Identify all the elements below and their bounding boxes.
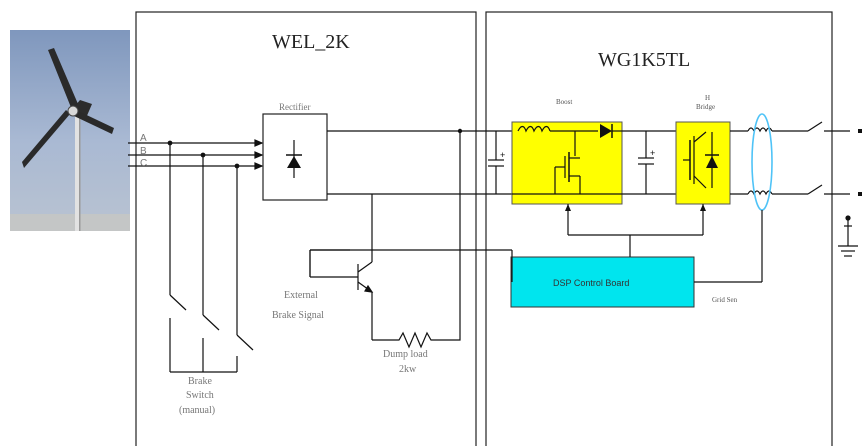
hbridge-label-line2: Bridge	[696, 103, 715, 111]
wg1k5tl-box	[485, 11, 833, 446]
control-arrows	[565, 204, 706, 211]
external-brake-label-line2: Brake Signal	[272, 310, 324, 321]
svg-text:+: +	[650, 148, 655, 158]
hbridge-label-line1: H	[705, 94, 710, 102]
dc-bus	[327, 130, 512, 195]
phase-label-b: B	[140, 146, 147, 157]
phase-lines	[128, 139, 264, 170]
wg1k5tl-title: WG1K5TL	[598, 49, 690, 71]
phase-label-c: C	[140, 158, 147, 169]
boost-converter	[511, 121, 623, 205]
boost-label: Boost	[556, 98, 572, 106]
dump-load-label-line2: 2kw	[399, 364, 417, 375]
h-bridge	[675, 121, 731, 205]
wel-2k-title: WEL_2K	[272, 31, 350, 53]
dsp-control-board	[510, 256, 695, 308]
wind-turbine-photo	[10, 30, 130, 231]
input-capacitor: +	[488, 131, 505, 194]
dc-link-capacitor: +	[622, 130, 676, 195]
wel-2k-box	[135, 11, 477, 446]
output-terminals	[858, 129, 862, 196]
grid-sense-label: Grid Sen	[712, 296, 738, 304]
svg-text:+: +	[500, 150, 505, 160]
rectifier-block	[262, 113, 328, 201]
brake-switch-label-line2: Switch	[186, 390, 214, 401]
phase-label-a: A	[140, 133, 147, 144]
dsp-label: DSP Control Board	[553, 278, 629, 288]
control-lines	[309, 204, 763, 283]
ac-output	[730, 121, 850, 196]
brake-switch-label-line1: Brake	[188, 376, 212, 387]
ground-symbol	[838, 215, 858, 257]
brake-switch	[167, 140, 254, 373]
dump-load-label-line1: Dump load	[383, 349, 428, 360]
rectifier-label: Rectifier	[279, 102, 310, 112]
external-brake-label-line1: External	[284, 290, 318, 301]
dump-load-resistor	[372, 128, 463, 349]
brake-switch-label-line3: (manual)	[179, 405, 215, 416]
